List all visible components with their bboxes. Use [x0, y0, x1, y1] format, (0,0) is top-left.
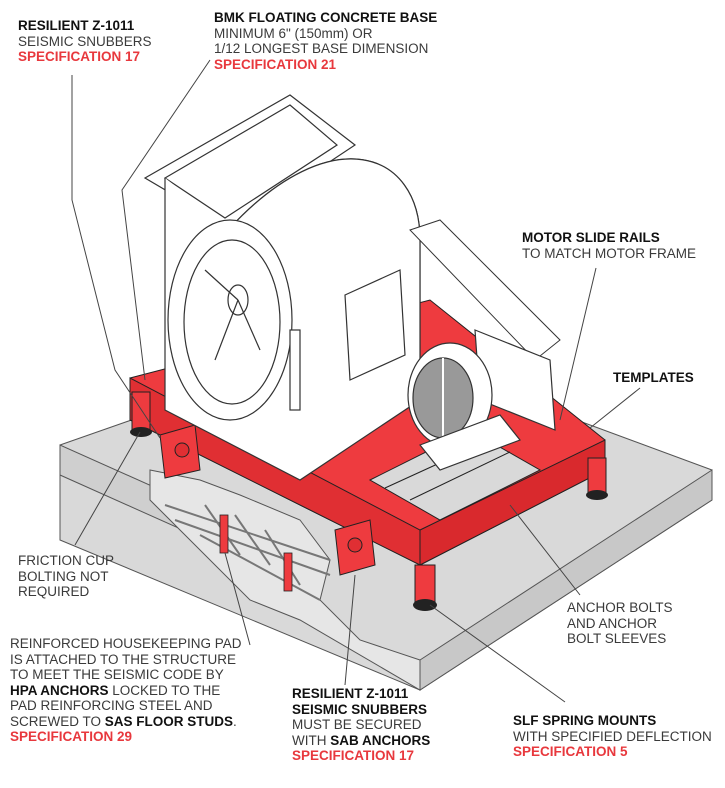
callout-title: BMK FLOATING CONCRETE BASE — [214, 10, 438, 25]
callout-text: BOLT SLEEVES — [567, 631, 667, 646]
callout-title: SEISMIC SNUBBERS — [292, 701, 428, 717]
callout-title: RESILIENT Z-1011 — [18, 18, 135, 33]
leader-anchor-bolts — [509, 504, 581, 596]
rebar-grid — [164, 504, 331, 601]
callout-title: MOTOR SLIDE RAILS — [522, 230, 660, 245]
callout-text: IS ATTACHED TO THE STRUCTURE — [10, 651, 237, 667]
hpa-anchors — [219, 514, 293, 592]
leader-lines — [71, 59, 641, 703]
callout-text: ANCHOR BOLTS — [567, 600, 673, 615]
leader-templates — [589, 387, 641, 429]
callout-text: SEISMIC SNUBBERS — [18, 33, 152, 49]
leader-motor-rails — [559, 267, 597, 421]
callout-text: LOCKED TO THE — [108, 682, 221, 698]
spec-link: SPECIFICATION 29 — [10, 729, 133, 744]
callout-snubbers-top: RESILIENT Z-1011 SEISMIC SNUBBERS SPECIF… — [18, 18, 152, 65]
leader-floating-base — [121, 59, 211, 381]
callout-text: . — [233, 713, 237, 729]
callout-friction-cup: FRICTION CUP BOLTING NOT REQUIRED — [18, 553, 114, 600]
callout-text: TO MATCH MOTOR FRAME — [522, 245, 696, 261]
callout-line: WITH SAB ANCHORS — [292, 733, 430, 749]
callout-text: REINFORCED HOUSEKEEPING PAD — [10, 636, 242, 651]
callout-line: HPA ANCHORS LOCKED TO THE — [10, 683, 242, 699]
callout-title: RESILIENT Z-1011 — [292, 686, 409, 701]
callout-housekeeping-pad: REINFORCED HOUSEKEEPING PAD IS ATTACHED … — [10, 636, 242, 745]
callout-text: MINIMUM 6" (150mm) OR — [214, 25, 373, 41]
callout-text: FRICTION CUP — [18, 553, 114, 568]
spec-link: SPECIFICATION 17 — [18, 49, 141, 64]
seismic-snubbers — [159, 424, 376, 576]
centrifugal-fan — [143, 94, 421, 481]
callout-text: BOLTING NOT — [18, 568, 109, 584]
product-name: SAS FLOOR STUDS — [104, 713, 234, 729]
spring-mount-front-right — [413, 564, 437, 611]
callout-floating-base: BMK FLOATING CONCRETE BASE MINIMUM 6" (1… — [214, 10, 437, 72]
callout-text: SCREWED TO — [10, 713, 105, 729]
product-name: HPA ANCHORS — [10, 682, 109, 698]
callout-text: MUST BE SECURED — [292, 717, 422, 732]
belt-guard — [409, 219, 561, 361]
callout-title: SLF SPRING MOUNTS — [513, 713, 657, 728]
callout-text: WITH SPECIFIED DEFLECTION — [513, 728, 712, 744]
callout-text: 1/12 LONGEST BASE DIMENSION — [214, 41, 429, 56]
callout-text: TO MEET THE SEISMIC CODE BY — [10, 667, 224, 682]
leader-spring-mounts — [429, 604, 566, 703]
spec-link: SPECIFICATION 5 — [513, 744, 628, 759]
product-name: SAB ANCHORS — [330, 732, 431, 748]
callout-anchor-bolts: ANCHOR BOLTS AND ANCHOR BOLT SLEEVES — [567, 600, 673, 647]
spring-mounts — [130, 391, 608, 611]
spec-link: SPECIFICATION 21 — [214, 56, 337, 72]
leader-snubbers-bottom — [344, 574, 356, 686]
callout-line: SCREWED TO SAS FLOOR STUDS. — [10, 714, 242, 730]
spring-mount-back-right — [586, 457, 608, 500]
motor — [407, 329, 556, 471]
callout-text: WITH — [292, 732, 331, 748]
callout-motor-rails: MOTOR SLIDE RAILS TO MATCH MOTOR FRAME — [522, 230, 696, 261]
leader-friction-cup — [74, 431, 141, 546]
callout-spring-mounts: SLF SPRING MOUNTS WITH SPECIFIED DEFLECT… — [513, 713, 712, 760]
leader-snubbers-top — [71, 75, 161, 439]
spec-link: SPECIFICATION 17 — [292, 748, 415, 763]
callout-text: REQUIRED — [18, 584, 90, 599]
callout-text: AND ANCHOR — [567, 615, 658, 631]
spring-mount-front-left — [130, 391, 152, 437]
callout-templates: TEMPLATES — [613, 370, 694, 386]
callout-snubbers-bottom: RESILIENT Z-1011 SEISMIC SNUBBERS MUST B… — [292, 686, 430, 764]
callout-text: PAD REINFORCING STEEL AND — [10, 698, 213, 713]
leader-housekeeping-pad — [224, 552, 251, 646]
callout-title: TEMPLATES — [613, 370, 694, 385]
